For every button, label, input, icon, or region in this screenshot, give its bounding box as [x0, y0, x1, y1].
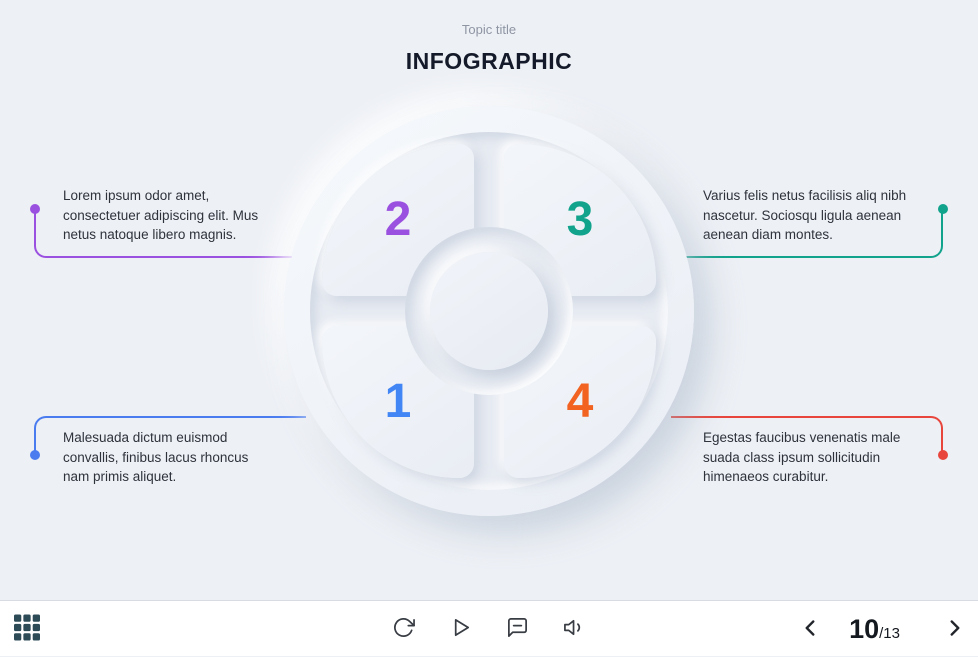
player-bar: 10 /13 [0, 600, 978, 656]
refresh-icon [392, 616, 415, 642]
comments-button[interactable] [506, 616, 529, 642]
volume-button[interactable] [563, 616, 586, 642]
connector-dot [30, 204, 40, 214]
connector-line [34, 212, 296, 258]
callout-text-3: Varius felis netus facilisis aliq nibh n… [703, 188, 907, 243]
chevron-left-icon [797, 615, 823, 644]
callout-text-4: Egestas faucibus venenatis male suada cl… [703, 430, 901, 485]
segment-number-2: 2 [384, 193, 412, 246]
slide-counter-current: 10 [849, 613, 880, 644]
volume-icon [563, 616, 586, 642]
playback-controls [392, 616, 586, 642]
next-slide-button[interactable] [942, 615, 968, 644]
chevron-right-icon [942, 615, 968, 644]
slide-counter-total: /13 [879, 624, 900, 642]
topic-label: Topic title [461, 22, 517, 37]
segment-number-1: 1 [384, 375, 412, 428]
slide-navigation: 10 /13 [797, 601, 968, 657]
infographic-wheel: 2 3 1 4 [284, 106, 694, 516]
wheel-center-circle [430, 252, 548, 370]
comment-icon [506, 616, 529, 642]
callout-text-2: Lorem ipsum odor amet, consectetuer adip… [63, 188, 259, 243]
connector-dot [938, 450, 948, 460]
slide-counter: 10 /13 [849, 614, 900, 645]
thumbnails-grid-button[interactable] [14, 614, 40, 643]
connector-line [680, 212, 943, 258]
play-icon [449, 616, 472, 642]
play-button[interactable] [449, 616, 472, 642]
connector-line [34, 416, 306, 456]
connector-line [671, 416, 943, 456]
slide-canvas: Topic title INFOGRAPHIC Lorem ipsum odor… [30, 22, 948, 516]
thumbnails-grid-icon [14, 614, 40, 643]
previous-slide-button[interactable] [797, 615, 823, 644]
callout-text-1: Malesuada dictum euismod convallis, fini… [63, 430, 249, 485]
segment-number-3: 3 [566, 193, 594, 246]
refresh-button[interactable] [392, 616, 415, 642]
page-title: INFOGRAPHIC [405, 48, 573, 74]
segment-number-4: 4 [566, 375, 594, 428]
connector-dot [938, 204, 948, 214]
